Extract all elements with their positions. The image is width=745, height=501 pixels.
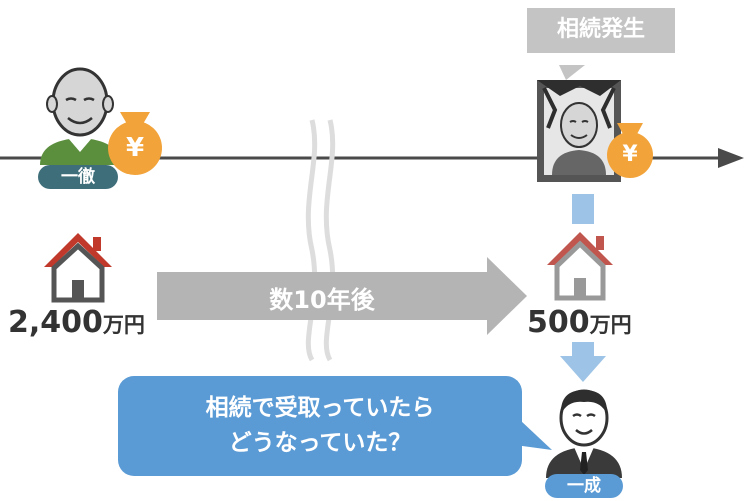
yen-symbol: ¥ — [622, 142, 638, 167]
arrow-label: 数10年後 — [269, 286, 375, 314]
down-arrow-to-father — [560, 342, 606, 382]
gray-arrow — [157, 257, 527, 335]
down-arrow-to-house — [572, 194, 594, 224]
time-break-icon — [305, 119, 336, 362]
speech-line-2: どうなっていた？ — [228, 430, 412, 456]
elderly-man-icon — [40, 67, 120, 165]
speech-line-1: 相続で受取っていたら — [205, 395, 435, 421]
memorial-portrait-icon — [537, 80, 621, 182]
value-after: 500万円 — [527, 305, 632, 340]
businessman-icon — [546, 389, 622, 478]
money-bag-icon — [108, 112, 162, 175]
value-after-amount: 500 — [527, 305, 590, 340]
value-after-unit: 万円 — [589, 313, 632, 337]
value-before-unit: 万円 — [102, 313, 145, 337]
callout-tail — [559, 65, 585, 80]
speech-bubble: 相続で受取っていたら どうなっていた？ — [118, 376, 522, 476]
value-before-amount: 2,400 — [8, 305, 103, 340]
grandpa-name-badge: 一徹 — [38, 165, 118, 189]
yen-symbol: ¥ — [125, 133, 145, 163]
money-bag-icon — [607, 123, 653, 178]
inheritance-callout: 相続発生 — [527, 8, 675, 53]
house-icon — [547, 232, 613, 301]
house-icon — [44, 233, 112, 303]
father-name-badge: 一成 — [545, 474, 623, 498]
value-before: 2,400万円 — [8, 305, 145, 340]
speech-tail — [515, 420, 552, 450]
